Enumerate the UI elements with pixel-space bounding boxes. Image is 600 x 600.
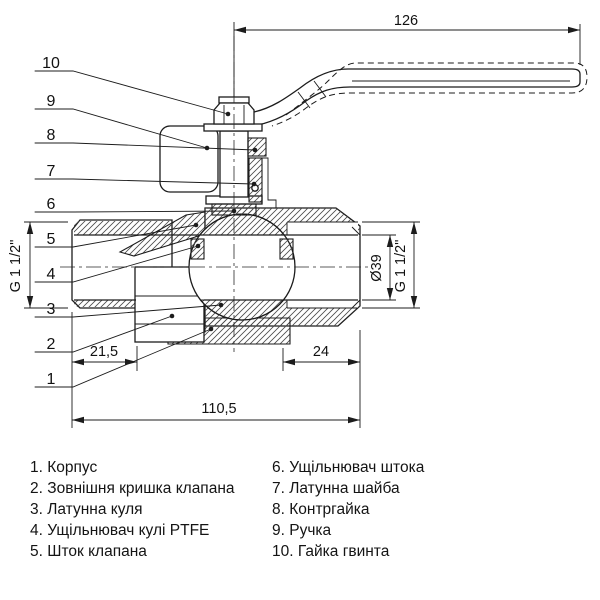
callout-3: 3: [34, 301, 224, 318]
part-item-3: 3. Латунна куля: [30, 501, 143, 518]
ball-seat-left: [190, 238, 205, 260]
dim-right-thread: G 1 1/2": [362, 221, 420, 309]
callout-number: 3: [47, 301, 56, 318]
callout-number: 1: [47, 371, 56, 388]
dim-text-21-5: 21,5: [90, 344, 118, 360]
callout-number: 5: [47, 231, 56, 248]
dim-text-126: 126: [394, 13, 418, 29]
callout-5: 5: [34, 222, 199, 248]
callout-4: 4: [34, 243, 201, 283]
part-item-5: 5. Шток клапана: [30, 543, 147, 560]
callouts: 10 9 8 7 6 5 4: [34, 55, 258, 388]
dim-text-24: 24: [313, 344, 329, 360]
callout-number: 7: [47, 163, 56, 180]
handle: [159, 62, 588, 193]
parts-list-right: 6. Ущільнювач штока 7. Латунна шайба 8. …: [272, 457, 424, 562]
dim-port-depth: 24: [282, 330, 361, 428]
part-item-7: 7. Латунна шайба: [272, 480, 400, 497]
callout-number: 6: [47, 196, 56, 213]
gland-packing: [248, 157, 263, 203]
callout-number: 10: [42, 55, 60, 72]
callout-6: 6: [34, 196, 237, 214]
callout-2: 2: [34, 313, 175, 353]
part-item-10: 10. Гайка гвинта: [272, 543, 390, 560]
callout-number: 9: [47, 93, 56, 110]
valve-drawing: 126 G 1 1/2" Ø39 G 1 1/2": [8, 13, 588, 428]
handle-plate: [203, 123, 263, 132]
part-item-8: 8. Контргайка: [272, 501, 370, 518]
handle-hub: [159, 125, 219, 193]
parts-list-left: 1. Корпус 2. Зовнішня кришка клапана 3. …: [30, 457, 235, 562]
part-item-1: 1. Корпус: [30, 459, 98, 476]
ball-seat-right: [279, 238, 294, 260]
dim-left-thread: G 1 1/2": [8, 221, 68, 309]
callout-1: 1: [34, 326, 214, 388]
dim-tail-length: 21,5: [71, 312, 138, 428]
part-item-6: 6. Ущільнювач штока: [272, 459, 425, 476]
dim-text-left-thread: G 1 1/2": [8, 240, 24, 293]
handle-lever: [217, 68, 581, 127]
part-item-2: 2. Зовнішня кришка клапана: [30, 480, 235, 497]
callout-number: 8: [47, 127, 56, 144]
handle-sleeve-dashed: [271, 62, 588, 127]
dim-bore-diameter: Ø39: [362, 234, 396, 301]
callout-number: 2: [47, 336, 56, 353]
part-item-4: 4. Ущільнювач кулі PTFE: [30, 522, 210, 539]
callout-10: 10: [34, 55, 231, 117]
dim-handle-length: 126: [233, 13, 581, 97]
dim-body-length: 110,5: [72, 401, 360, 424]
callout-8: 8: [34, 127, 258, 153]
dim-text-bore: Ø39: [369, 254, 385, 281]
dim-text-110-5: 110,5: [201, 401, 236, 417]
locknut: [247, 137, 267, 157]
part-item-9: 9. Ручка: [272, 522, 332, 539]
callout-7: 7: [34, 163, 257, 187]
dim-text-right-thread: G 1 1/2": [393, 240, 409, 293]
bore-lines: [74, 234, 358, 301]
callout-number: 4: [47, 266, 56, 283]
